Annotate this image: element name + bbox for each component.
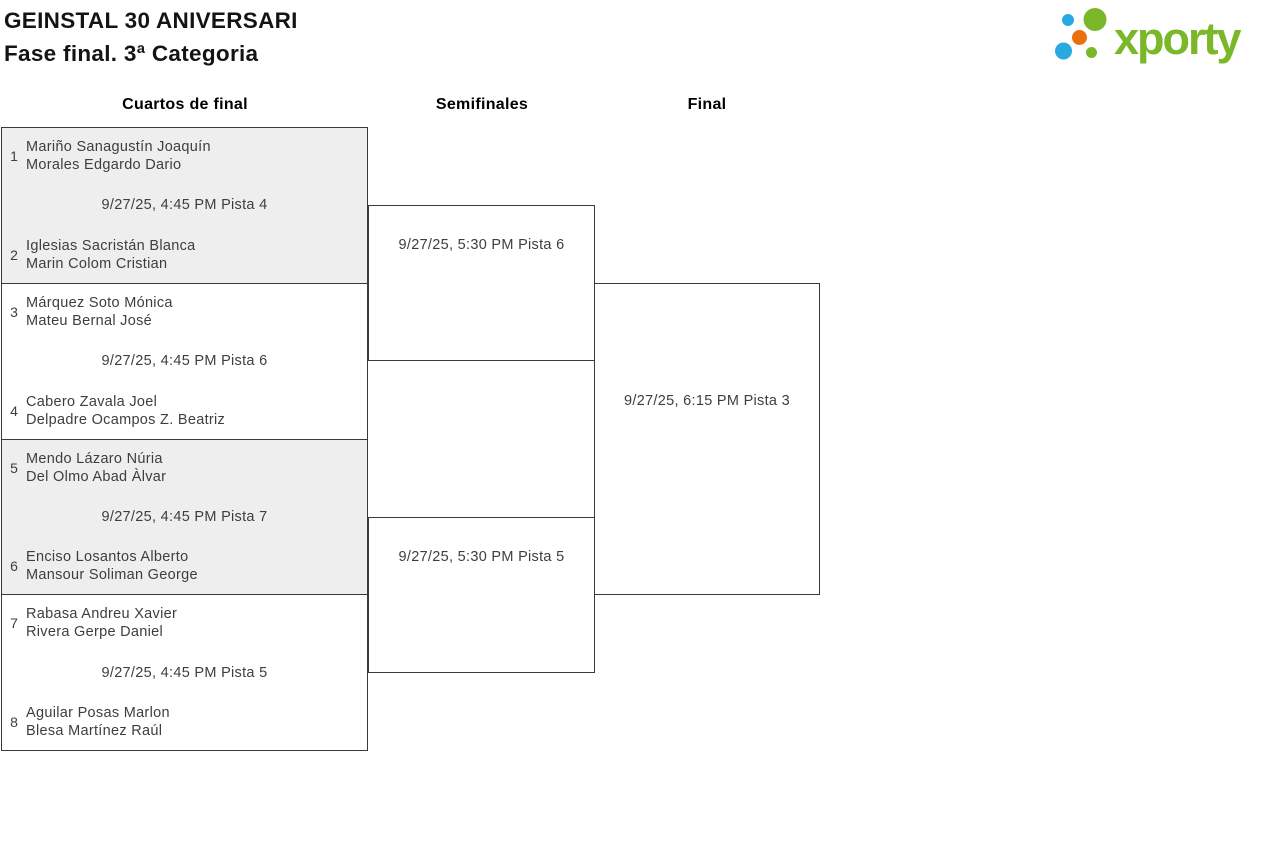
player-name: Mendo Lázaro Núria — [26, 450, 163, 467]
player-name: Mansour Soliman George — [26, 567, 198, 584]
seed-number: 4 — [10, 402, 18, 419]
team-row: 5 Mendo Lázaro Núria Del Olmo Abad Àlvar — [2, 450, 367, 486]
team-names: Cabero Zavala Joel Delpadre Ocampos Z. B… — [26, 393, 225, 429]
column-header-semifinales: Semifinales — [435, 96, 529, 113]
xporty-logo-text: xporty — [1114, 13, 1242, 64]
semifinal-1-match[interactable]: 9/27/25, 5:30 PM Pista 6 — [368, 205, 595, 361]
team-names: Mariño Sanagustín Joaquín Morales Edgard… — [26, 138, 211, 174]
seed-number: 7 — [10, 615, 18, 632]
player-name: Mateu Bernal José — [26, 312, 152, 329]
team-names: Iglesias Sacristán Blanca Marin Colom Cr… — [26, 237, 196, 273]
seed-number: 8 — [10, 714, 18, 730]
team-row: 8 Aguilar Posas Marlon Blesa Martínez Ra… — [2, 704, 367, 740]
column-header-cuartos-de-final: Cuartos de final — [122, 96, 248, 113]
seed-number: 3 — [10, 303, 18, 320]
team-row: 6 Enciso Losantos Alberto Mansour Solima… — [2, 548, 367, 584]
quarterfinal-3-match[interactable]: 5 Mendo Lázaro Núria Del Olmo Abad Àlvar… — [2, 439, 367, 596]
match-time: 9/27/25, 6:15 PM Pista 3 — [624, 393, 790, 409]
quarterfinal-4-match[interactable]: 7 Rabasa Andreu Xavier Rivera Gerpe Dani… — [2, 595, 367, 750]
quarterfinal-2-match[interactable]: 3 Márquez Soto Mónica Mateu Bernal José … — [2, 284, 367, 440]
final-match[interactable]: 9/27/25, 6:15 PM Pista 3 — [594, 283, 820, 595]
team-row: 2 Iglesias Sacristán Blanca Marin Colom … — [2, 237, 367, 273]
xporty-logo-dots-icon — [1055, 8, 1107, 60]
player-name: Márquez Soto Mónica — [26, 294, 173, 311]
column-header-final: Final — [687, 96, 727, 113]
player-name: Del Olmo Abad Àlvar — [26, 468, 167, 485]
seed-number: 2 — [10, 246, 18, 263]
quarterfinal-1-match[interactable]: 1 Mariño Sanagustín Joaquín Morales Edga… — [2, 128, 367, 284]
player-name: Iglesias Sacristán Blanca — [26, 237, 196, 254]
seed-number: 6 — [10, 558, 18, 575]
page-title: GEINSTAL 30 ANIVERSARI — [4, 8, 298, 33]
team-row: 7 Rabasa Andreu Xavier Rivera Gerpe Dani… — [2, 605, 367, 641]
team-names: Mendo Lázaro Núria Del Olmo Abad Àlvar — [26, 450, 166, 486]
seed-number: 5 — [10, 459, 18, 476]
player-name: Rivera Gerpe Daniel — [26, 624, 164, 641]
match-time: 9/27/25, 4:45 PM Pista 7 — [101, 508, 268, 525]
team-names: Aguilar Posas Marlon Blesa Martínez Raúl — [26, 704, 170, 740]
team-names: Rabasa Andreu Xavier Rivera Gerpe Daniel — [26, 605, 177, 641]
title-block: GEINSTAL 30 ANIVERSARI Fase final. 3ª Ca… — [4, 4, 298, 70]
team-row: 1 Mariño Sanagustín Joaquín Morales Edga… — [2, 138, 367, 174]
player-name: Delpadre Ocampos Z. Beatriz — [26, 411, 226, 428]
quarterfinals-column: 1 Mariño Sanagustín Joaquín Morales Edga… — [1, 127, 368, 751]
player-name: Blesa Martínez Raúl — [26, 723, 163, 739]
player-name: Enciso Losantos Alberto — [26, 549, 189, 566]
match-time: 9/27/25, 5:30 PM Pista 6 — [398, 237, 565, 253]
match-time: 9/27/25, 4:45 PM Pista 6 — [101, 353, 268, 370]
page-header: GEINSTAL 30 ANIVERSARI Fase final. 3ª Ca… — [0, 0, 1280, 80]
match-time: 9/27/25, 4:45 PM Pista 5 — [101, 664, 268, 681]
team-names: Márquez Soto Mónica Mateu Bernal José — [26, 294, 173, 330]
player-name: Mariño Sanagustín Joaquín — [26, 139, 211, 155]
team-names: Enciso Losantos Alberto Mansour Soliman … — [26, 548, 198, 584]
player-name: Cabero Zavala Joel — [26, 393, 158, 410]
player-name: Aguilar Posas Marlon — [26, 705, 170, 721]
player-name: Morales Edgardo Dario — [26, 157, 182, 173]
team-row: 4 Cabero Zavala Joel Delpadre Ocampos Z.… — [2, 393, 367, 429]
semifinal-2-match[interactable]: 9/27/25, 5:30 PM Pista 5 — [368, 517, 595, 673]
seed-number: 1 — [10, 148, 18, 164]
match-time: 9/27/25, 4:45 PM Pista 4 — [101, 197, 268, 214]
player-name: Marin Colom Cristian — [26, 255, 168, 272]
xporty-logo[interactable]: xporty — [1048, 5, 1242, 67]
player-name: Rabasa Andreu Xavier — [26, 606, 178, 623]
page-subtitle: Fase final. 3ª Categoria — [4, 41, 259, 66]
team-row: 3 Márquez Soto Mónica Mateu Bernal José — [2, 294, 367, 330]
match-time: 9/27/25, 5:30 PM Pista 5 — [398, 549, 565, 565]
